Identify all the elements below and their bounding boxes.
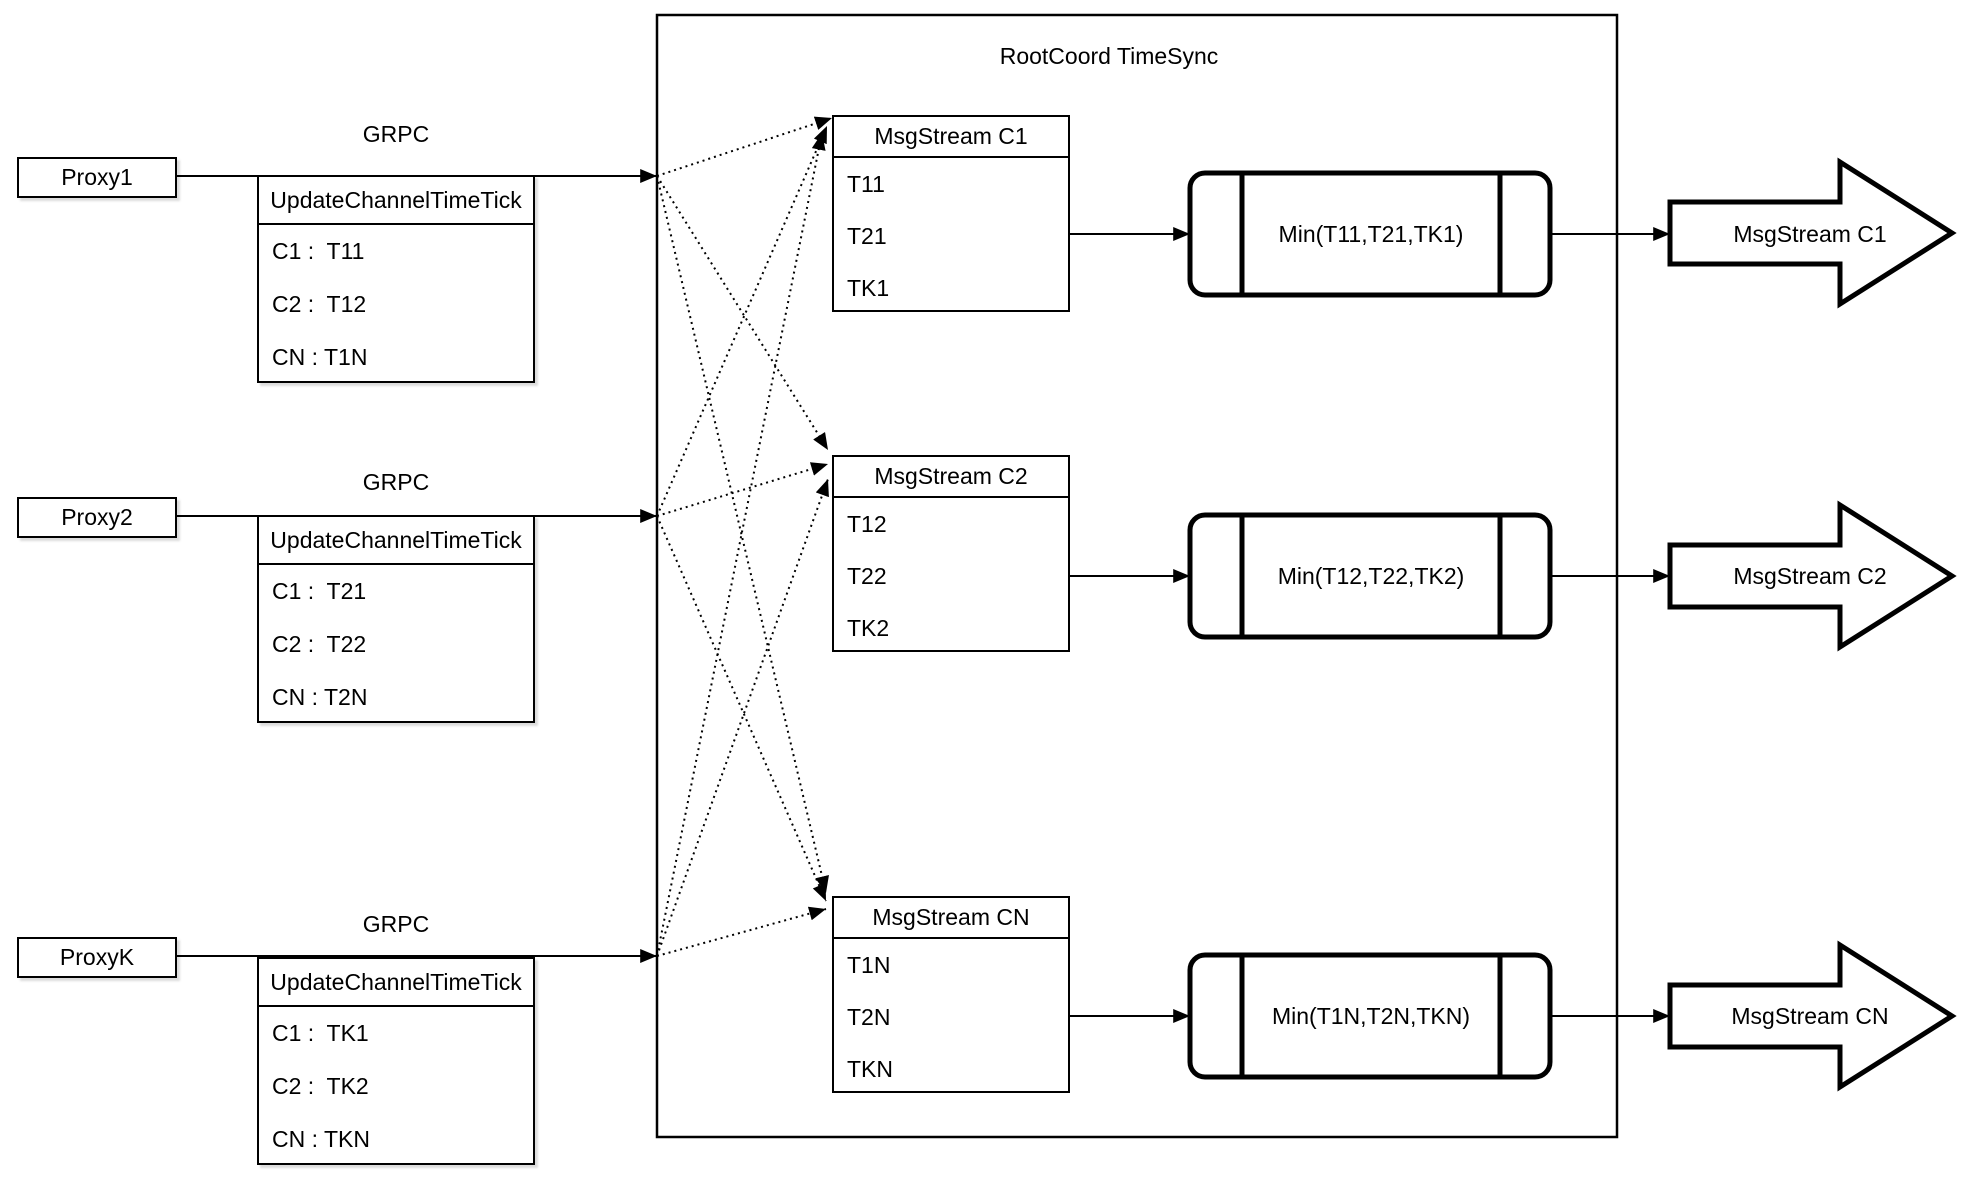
solid-connectors xyxy=(177,169,1670,1023)
msgstream-cn-header: MsgStream CN xyxy=(834,898,1068,939)
proxy2-timetick-table: UpdateChannelTimeTick C1 : T21 C2 : T22 … xyxy=(257,515,535,723)
proxyk-box: ProxyK xyxy=(17,937,177,978)
min-label-cn: Min(T1N,T2N,TKN) xyxy=(1271,1003,1471,1029)
proxy2-box: Proxy2 xyxy=(17,497,177,538)
table-row: C1 : T11 xyxy=(272,238,365,264)
table-row: TKN xyxy=(847,1055,893,1082)
table-row: CN : TKN xyxy=(272,1126,370,1152)
proxyk-table-header: UpdateChannelTimeTick xyxy=(259,959,533,1007)
table-row: C2 : T12 xyxy=(272,291,367,317)
table-row: C1 : TK1 xyxy=(272,1020,369,1046)
proxy1-table-header: UpdateChannelTimeTick xyxy=(259,177,533,225)
table-row: T1N xyxy=(847,951,891,978)
table-row: T11 xyxy=(847,170,885,197)
grpc-label-2: GRPC xyxy=(362,469,430,495)
table-row: C2 : T22 xyxy=(272,631,367,657)
rootcoord-title: RootCoord TimeSync xyxy=(999,43,1219,69)
proxyk-timetick-table: UpdateChannelTimeTick C1 : TK1 C2 : TK2 … xyxy=(257,957,535,1165)
msgstream-cn-table: MsgStream CN T1N T2N TKN xyxy=(832,896,1070,1093)
min-label-c2: Min(T12,T22,TK2) xyxy=(1277,563,1465,589)
grpc-label-3: GRPC xyxy=(362,911,430,937)
grpc-label-1: GRPC xyxy=(362,121,430,147)
proxy2-table-header: UpdateChannelTimeTick xyxy=(259,517,533,565)
table-row: C1 : T21 xyxy=(272,578,367,604)
table-row: T12 xyxy=(847,510,887,537)
msgstream-c2-table: MsgStream C2 T12 T22 TK2 xyxy=(832,455,1070,652)
table-row: CN : T1N xyxy=(272,344,368,370)
table-row: CN : T2N xyxy=(272,684,368,710)
proxy1-box: Proxy1 xyxy=(17,157,177,198)
table-row: C2 : TK2 xyxy=(272,1073,369,1099)
msgstream-c2-header: MsgStream C2 xyxy=(834,457,1068,498)
timetick-dotted-arrows xyxy=(656,116,833,957)
msgstream-c1-out-arrow-label: MsgStream C1 xyxy=(1733,221,1887,247)
table-row: T2N xyxy=(847,1003,891,1030)
table-row: T22 xyxy=(847,562,887,589)
table-row: T21 xyxy=(847,222,887,249)
min-label-c1: Min(T11,T21,TK1) xyxy=(1278,221,1464,247)
output-block-arrows xyxy=(1667,157,1957,1092)
table-row: TK2 xyxy=(847,614,890,641)
msgstream-cn-out-arrow-label: MsgStream CN xyxy=(1731,1003,1889,1029)
msgstream-c2-out-arrow-label: MsgStream C2 xyxy=(1733,563,1887,589)
msgstream-c1-header: MsgStream C1 xyxy=(834,117,1068,158)
msgstream-c1-table: MsgStream C1 T11 T21 TK1 xyxy=(832,115,1070,312)
proxy1-timetick-table: UpdateChannelTimeTick C1 : T11 C2 : T12 … xyxy=(257,175,535,383)
min-queue-shapes xyxy=(1187,170,1553,1080)
table-row: TK1 xyxy=(847,274,890,301)
